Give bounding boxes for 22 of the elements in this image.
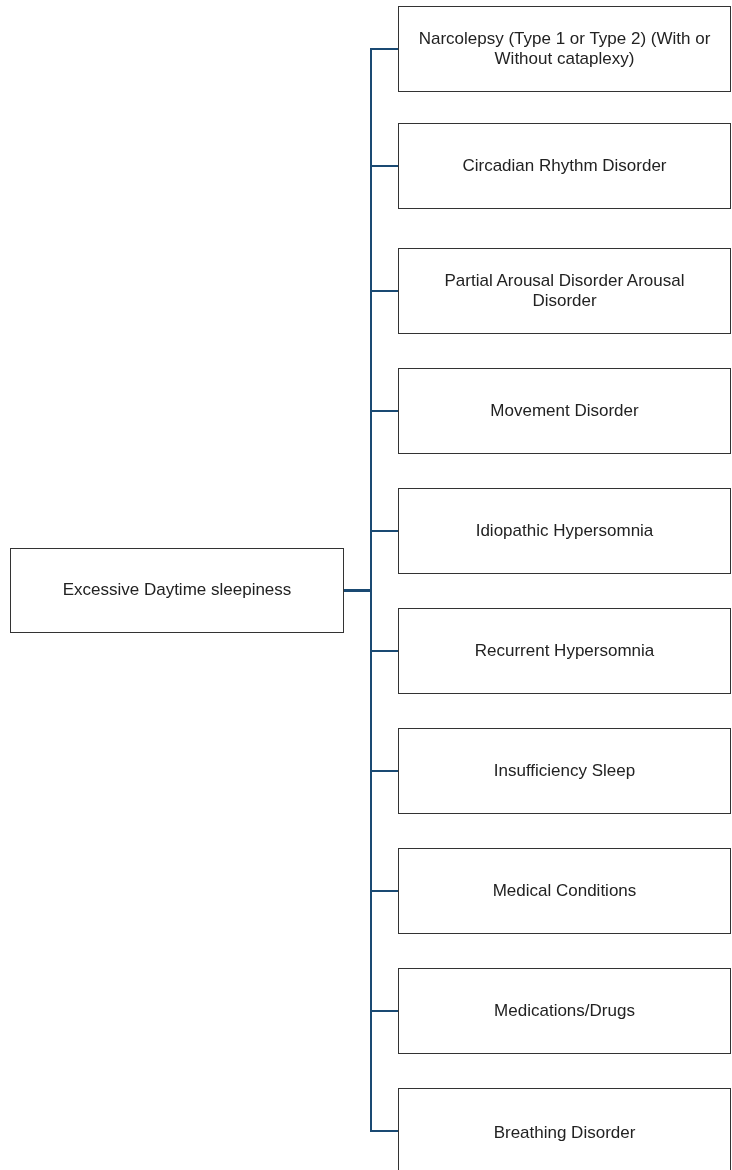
- box-label: Insufficiency Sleep: [493, 760, 636, 782]
- process-box: [398, 968, 731, 1054]
- box-label: Circadian Rhythm Disorder: [462, 155, 667, 177]
- box-label: Movement Disorder: [490, 400, 639, 422]
- process-box: [398, 123, 731, 209]
- process-box: [398, 488, 731, 574]
- process-box: [398, 368, 731, 454]
- box-label: Excessive Daytime sleepiness: [62, 580, 292, 601]
- process-box: [398, 248, 731, 334]
- box-label: Narcolepsy (Type 1 or Type 2) (With or Without cataplexy): [417, 28, 712, 70]
- process-box: [398, 1088, 731, 1170]
- process-box: [398, 848, 731, 934]
- box-label: Medications/Drugs: [494, 1000, 635, 1022]
- process-box: [398, 6, 731, 92]
- process-box: [398, 608, 731, 694]
- process-box: [398, 728, 731, 814]
- box-label: Recurrent Hypersomnia: [474, 640, 655, 662]
- process-box: [10, 548, 344, 633]
- box-label: Idiopathic Hypersomnia: [475, 520, 654, 542]
- box-label: Breathing Disorder: [493, 1122, 636, 1144]
- box-label: Partial Arousal Disorder Arousal Disorder: [443, 270, 686, 312]
- box-label: Medical Conditions: [492, 880, 637, 902]
